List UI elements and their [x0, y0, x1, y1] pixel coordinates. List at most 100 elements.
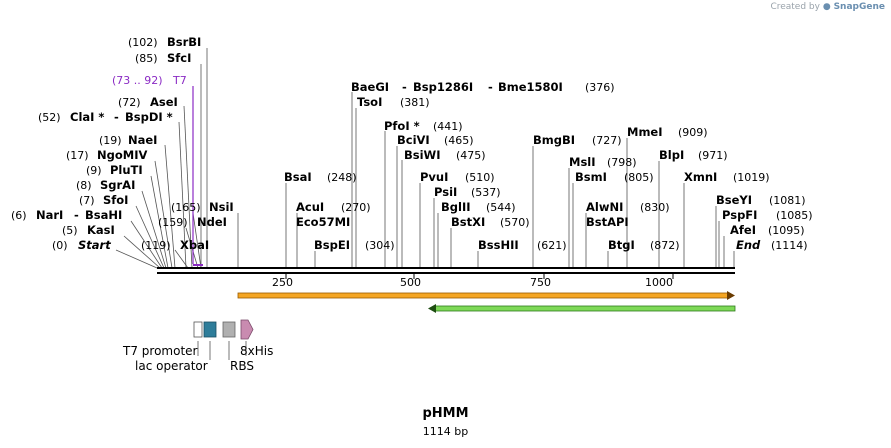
label-lac-operator: lac operator — [135, 359, 208, 373]
site-bstapi[interactable]: BstAPI — [586, 215, 629, 229]
credit-brand: SnapGene — [833, 2, 885, 12]
site-pspfi[interactable]: PspFI — [722, 208, 757, 222]
site-end[interactable]: End — [736, 238, 761, 252]
site-ndei[interactable]: NdeI — [197, 215, 227, 229]
pos-nari: (6) — [11, 209, 27, 222]
site-bsrbi[interactable]: BsrBI — [167, 35, 201, 49]
site-ngomiv[interactable]: NgoMIV — [97, 148, 147, 162]
site-pfoi[interactable]: PfoI * — [384, 119, 420, 133]
orange-feature-head — [727, 291, 735, 300]
pos-pluti: (9) — [86, 164, 102, 177]
site-sgrai[interactable]: SgrAI — [100, 178, 135, 192]
pos-sgrai: (8) — [76, 179, 92, 192]
site-psii[interactable]: PsiI — [434, 185, 457, 199]
connector-asei — [183, 105, 193, 269]
site-connectors — [115, 48, 735, 269]
connector-ndei — [185, 227, 199, 269]
feature-glyphs — [193, 319, 254, 360]
connector-nari — [130, 220, 163, 269]
site-t7[interactable]: T7 — [172, 74, 187, 87]
pos-baegi: (376) — [585, 81, 615, 94]
pos-ngomiv: (17) — [66, 149, 89, 162]
site-bmgbi[interactable]: BmgBI — [533, 133, 575, 147]
site-bstxi[interactable]: BstXI — [451, 215, 485, 229]
site-bsahi[interactable]: BsaHI — [85, 208, 122, 222]
site-pluti[interactable]: PluTI — [110, 163, 143, 177]
site-sfoi[interactable]: SfoI — [103, 193, 128, 207]
site-bglii[interactable]: BglII — [441, 200, 471, 214]
snapgene-credit: Created by ● SnapGene — [770, 2, 885, 12]
t7-promoter-glyph[interactable] — [193, 321, 203, 338]
site-tsoi[interactable]: TsoI — [357, 95, 382, 109]
site-xmni[interactable]: XmnI — [684, 170, 717, 184]
site-acui[interactable]: AcuI — [296, 200, 324, 214]
green-feature-body — [434, 305, 736, 312]
pos-bsai: (248) — [327, 171, 357, 184]
green-feature-arrow[interactable] — [428, 304, 736, 313]
rbs-glyph[interactable] — [222, 321, 236, 338]
pos-bmgbi: (727) — [592, 134, 622, 147]
site-bsai[interactable]: BsaI — [284, 170, 312, 184]
pos-bspei: (304) — [365, 239, 395, 252]
site-kasi[interactable]: KasI — [87, 223, 115, 237]
site-blpi[interactable]: BlpI — [659, 148, 684, 162]
site-separator-clai: - — [114, 110, 119, 124]
site-bseyi[interactable]: BseYI — [716, 193, 752, 207]
site-nsii[interactable]: NsiI — [209, 200, 234, 214]
pos-afei: (1095) — [768, 224, 805, 237]
site-alwni[interactable]: AlwNI — [586, 200, 623, 214]
site-bcivi[interactable]: BciVI — [397, 133, 430, 147]
site-bspdi[interactable]: BspDI * — [125, 110, 173, 124]
pos-pvui: (510) — [465, 171, 495, 184]
pos-xmni: (1019) — [733, 171, 770, 184]
site-clai[interactable]: ClaI * — [70, 110, 104, 124]
site-separator-baegi: - — [402, 80, 407, 94]
site-btgi[interactable]: BtgI — [608, 238, 635, 252]
site-msli[interactable]: MslI — [569, 155, 596, 169]
site-bsp1286i[interactable]: Bsp1286I — [413, 80, 473, 94]
site-afei[interactable]: AfeI — [730, 223, 756, 237]
pos-bsshii: (621) — [537, 239, 567, 252]
tick-label-250: 250 — [272, 276, 293, 289]
pos-end: (1114) — [771, 239, 808, 252]
pos-ndei: (159) — [158, 216, 188, 229]
site-nari[interactable]: NarI — [36, 208, 63, 222]
site-pvui[interactable]: PvuI — [420, 170, 448, 184]
site-bspei[interactable]: BspEI — [314, 238, 350, 252]
pos-acui: (270) — [341, 201, 371, 214]
site-mmei[interactable]: MmeI — [627, 125, 663, 139]
site-baegi[interactable]: BaeGI — [351, 80, 389, 94]
site-sfci[interactable]: SfcI — [167, 51, 191, 65]
his-tag-glyph[interactable] — [240, 319, 254, 340]
pos-psii: (537) — [471, 186, 501, 199]
backbone — [157, 267, 735, 279]
lac-operator-glyph[interactable] — [203, 321, 217, 338]
orange-feature-arrow[interactable] — [237, 291, 735, 300]
site-eco57mi[interactable]: Eco57MI — [296, 215, 350, 229]
site-start[interactable]: Start — [78, 238, 111, 252]
connector-xbai — [174, 249, 189, 269]
site-bsmi[interactable]: BsmI — [575, 170, 607, 184]
plasmid-name: pHMM — [422, 406, 469, 421]
site-bsiwi[interactable]: BsiWI — [404, 148, 441, 162]
pos-bsiwi: (475) — [456, 149, 486, 162]
site-naei[interactable]: NaeI — [128, 133, 157, 147]
site-bsshii[interactable]: BssHII — [478, 238, 519, 252]
pos-nsii: (165) — [171, 201, 201, 214]
pos-clai: (52) — [38, 111, 61, 124]
site-bme1580i[interactable]: Bme1580I — [498, 80, 563, 94]
site-separator-bsp1286i: - — [488, 80, 493, 94]
pos-btgi: (872) — [650, 239, 680, 252]
connector-nsii — [192, 212, 202, 269]
site-xbai[interactable]: XbaI — [180, 238, 209, 252]
connector-sfoi — [135, 205, 165, 269]
pos-bseyi: (1081) — [769, 194, 806, 207]
label-his-tag: 8xHis — [240, 344, 273, 358]
tick-label-500: 500 — [400, 276, 421, 289]
orange-feature-body — [237, 292, 729, 299]
site-asei[interactable]: AseI — [150, 95, 178, 109]
pos-pspfi: (1085) — [776, 209, 813, 222]
pos-start: (0) — [52, 239, 68, 252]
pos-bstxi: (570) — [500, 216, 530, 229]
